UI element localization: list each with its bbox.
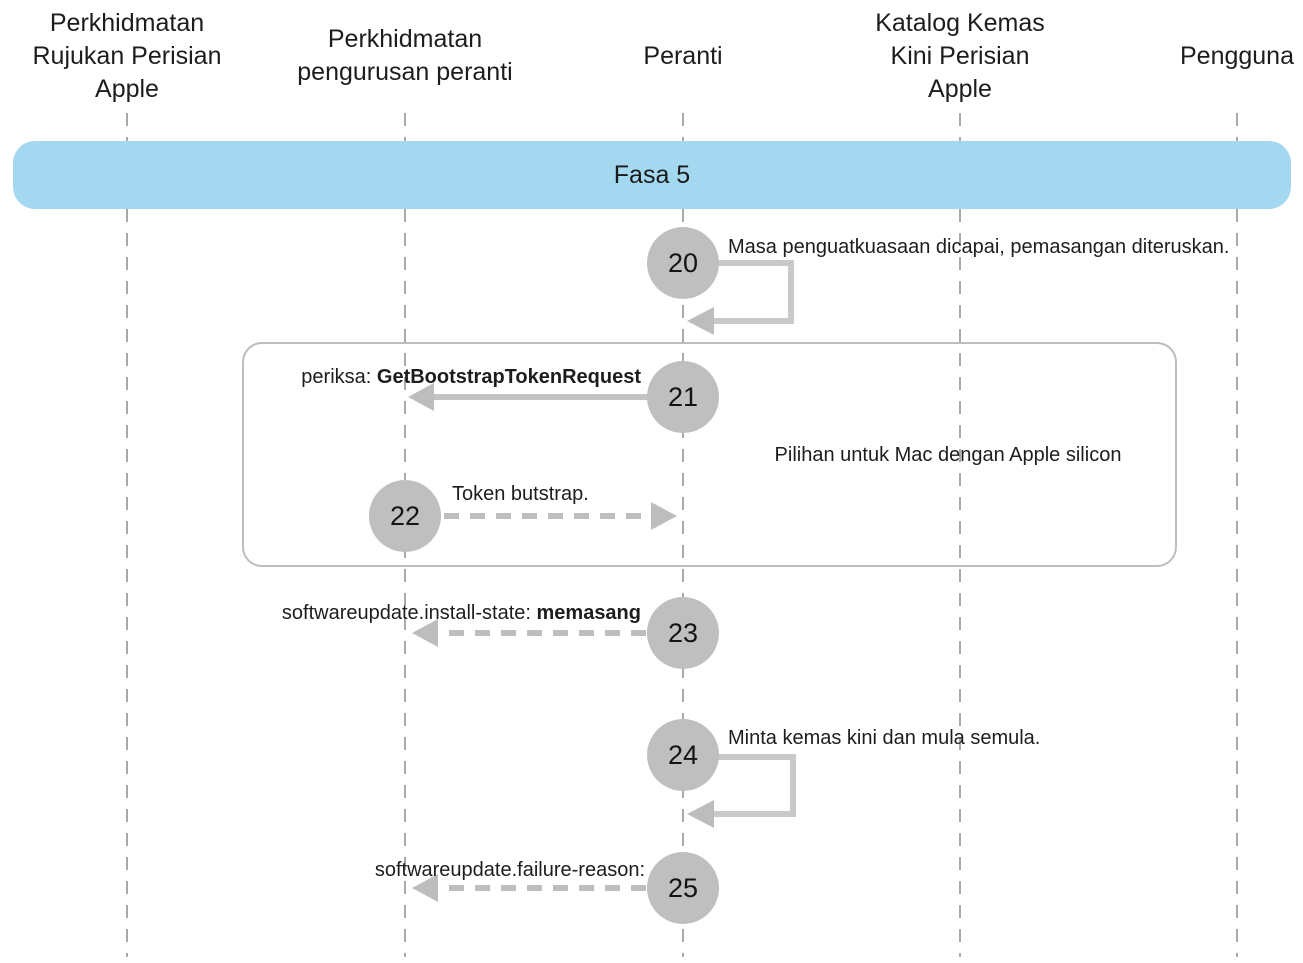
step-25-label: softwareupdate.failure-reason: (375, 856, 645, 884)
step-24-arrowhead-icon (687, 800, 714, 828)
actor-perkhidmatan-rujukan-perisian-apple: Perkhidmatan Rujukan Perisian Apple (7, 0, 247, 112)
step-21-circle: 21 (647, 361, 719, 433)
actor-name-line: Kini Perisian (890, 41, 1030, 70)
step-25-number: 25 (667, 872, 699, 903)
actor-pengguna: Pengguna (1157, 0, 1303, 112)
phase-banner: Fasa 5 (13, 141, 1291, 209)
step-21-label-prefix: periksa: (301, 366, 377, 388)
step-21-number: 21 (667, 381, 699, 412)
actor-name-line: Pengguna (1179, 41, 1294, 70)
step-20-label: Masa penguatkuasaan dicapai, pemasangan … (728, 236, 1230, 258)
step-25-label-prefix: softwareupdate.failure-reason: (374, 859, 645, 881)
actor-name-line: pengurusan peranti (297, 58, 513, 86)
step-23-number: 23 (667, 617, 699, 648)
step-21-label-value: GetBootstrapTokenRequest (376, 366, 641, 388)
step-20-circle: 20 (647, 227, 719, 299)
step-20-self-loop-arrow (714, 260, 794, 324)
step-23-label-prefix: softwareupdate.install-state: (281, 602, 537, 624)
optional-group-box (242, 342, 1177, 567)
step-24-circle: 24 (647, 719, 719, 791)
step-22-label: Token butstrap. (452, 483, 589, 505)
optional-group-note: Pilihan untuk Mac dengan Apple silicon (774, 444, 1122, 466)
step-23-label-value: memasang (536, 602, 642, 624)
step-25-circle: 25 (647, 852, 719, 924)
actor-name-line: Rujukan Perisian (32, 41, 222, 70)
step-24-label: Minta kemas kini dan mula semula. (728, 727, 1041, 749)
step-21-arrowhead-icon (408, 383, 434, 411)
step-24-number: 24 (667, 739, 699, 770)
actor-perkhidmatan-pengurusan-peranti: Perkhidmatan pengurusan peranti (275, 0, 535, 112)
phase-label: Fasa 5 (613, 160, 691, 189)
step-25-arrowhead-icon (412, 874, 438, 902)
actor-katalog-kemas-kini-perisian-apple: Katalog Kemas Kini Perisian Apple (850, 0, 1070, 112)
step-22-arrowhead-icon (651, 502, 677, 530)
actor-name-line: Peranti (643, 41, 723, 70)
actor-peranti: Peranti (583, 0, 783, 112)
actor-name-line: Apple (95, 74, 159, 103)
actor-name-line: Perkhidmatan (49, 8, 205, 37)
step-20-number: 20 (667, 247, 699, 278)
actor-name-line: Katalog Kemas (875, 8, 1045, 37)
step-24-self-loop-arrow (714, 754, 796, 817)
step-20-arrowhead-icon (687, 307, 714, 335)
step-23-circle: 23 (647, 597, 719, 669)
actor-name-line: Apple (928, 74, 992, 103)
step-23-arrowhead-icon (412, 619, 438, 647)
step-21-label: periksa: GetBootstrapTokenRequest (301, 363, 641, 391)
step-22-number: 22 (389, 500, 421, 531)
actor-name-line: Perkhidmatan (327, 25, 483, 53)
step-22-circle: 22 (369, 480, 441, 552)
step-23-label: softwareupdate.install-state: memasang (282, 599, 641, 627)
